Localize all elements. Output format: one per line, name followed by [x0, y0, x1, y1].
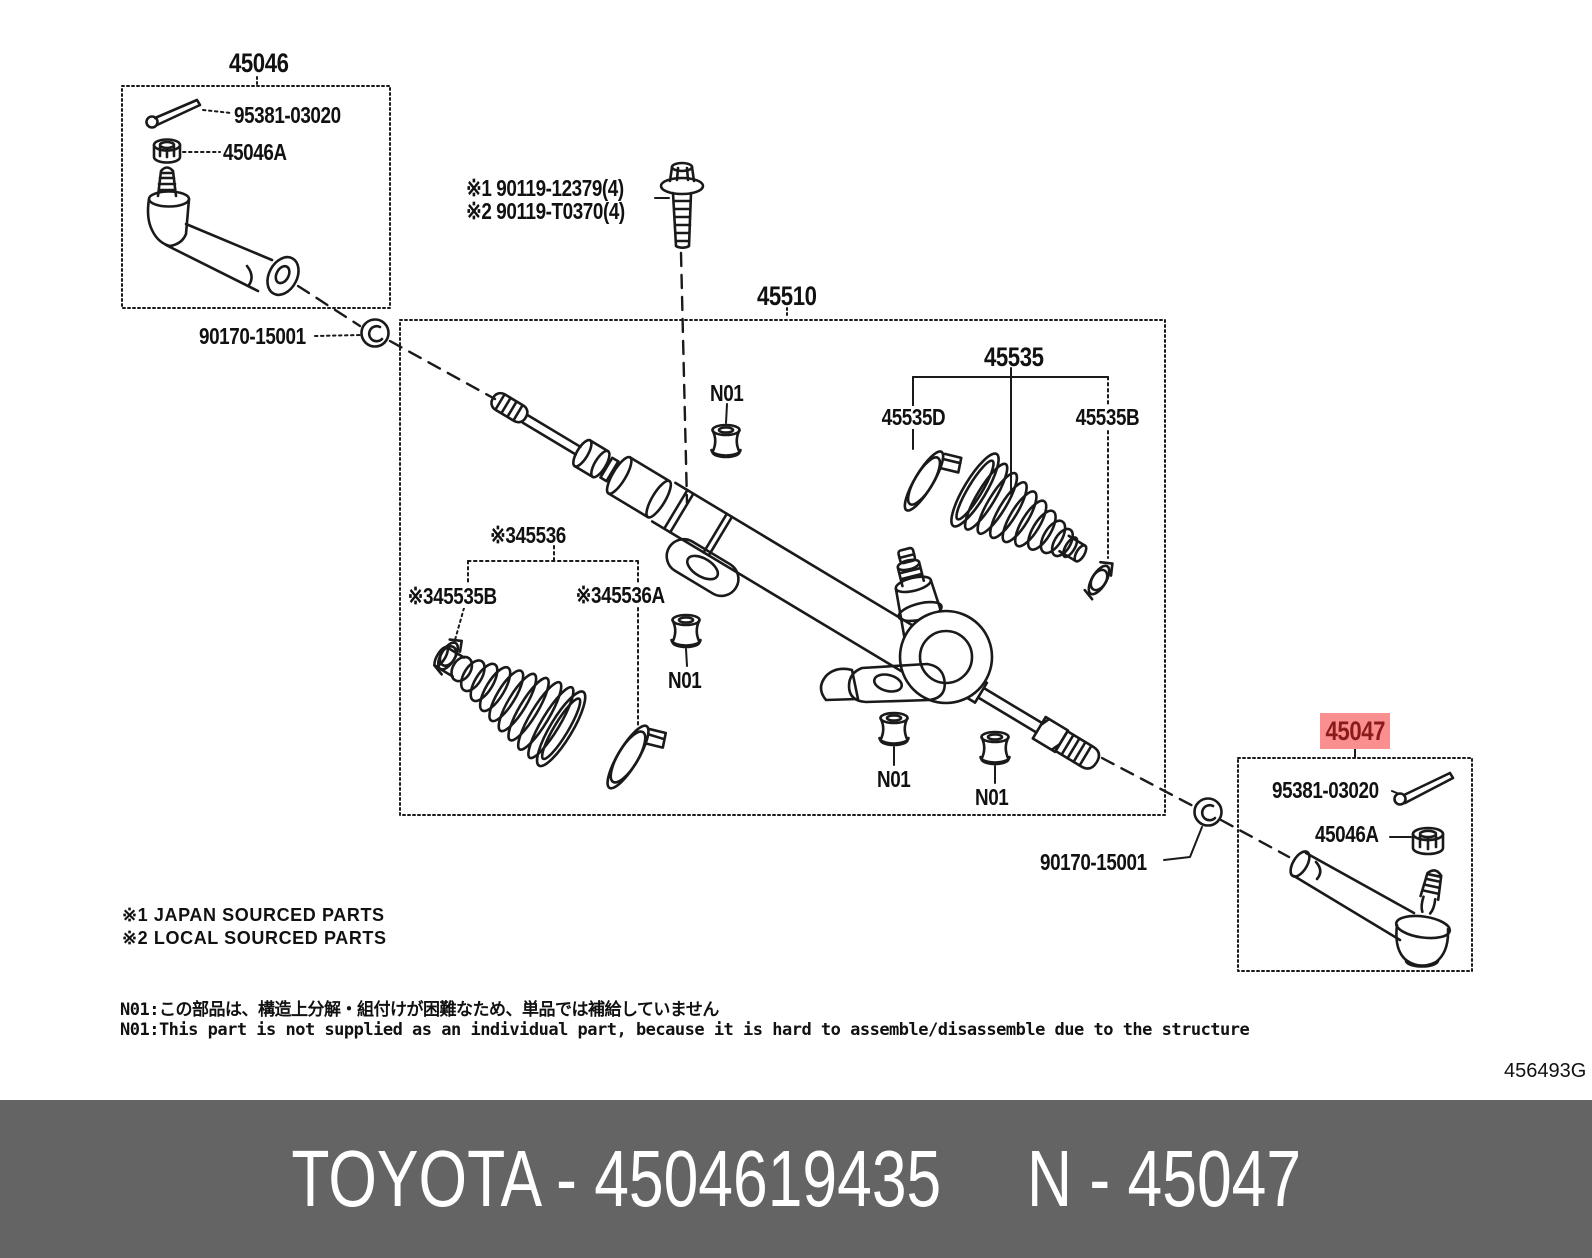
- bushing-icons: [670, 423, 1011, 766]
- part-label-90170-15001-right: 90170-15001: [1040, 849, 1147, 875]
- boot-clamp-small-right: [1083, 560, 1114, 601]
- dash-rack-to-grommet2: [1100, 756, 1195, 808]
- grommet-right-icon: [1193, 797, 1223, 827]
- leader-n01-2: [685, 648, 688, 667]
- footer-part-ref: N - 45047: [1026, 1134, 1301, 1223]
- boot-clamp-large-left: [606, 724, 668, 790]
- pinion-housing: [898, 609, 994, 705]
- part-label-90170-15001-left: 90170-15001: [199, 323, 306, 349]
- note-local-sourced: ※2 LOCAL SOURCED PARTS: [122, 928, 387, 948]
- castle-nut-icon: [1411, 826, 1445, 856]
- note-n01-english: N01:This part is not supplied as an indi…: [120, 1020, 1250, 1040]
- part-label-n01-1: N01: [710, 380, 744, 406]
- part-label-95381-03020-bottom: 95381-03020: [1272, 777, 1379, 803]
- footer-banner: TOYOTA - 4504619435 N - 45047: [0, 1100, 1592, 1258]
- castle-nut-icon: [152, 138, 182, 164]
- figure-code: 456493G: [1504, 1060, 1587, 1082]
- dash-bolt-down: [679, 251, 689, 505]
- tie-rod-inner-end: [266, 255, 300, 297]
- part-label-45535: 45535: [984, 342, 1044, 372]
- tie-rod-end-right-drawing: [1289, 771, 1455, 968]
- boot-clamp-large-right: [903, 450, 963, 512]
- part-label-45510: 45510: [757, 281, 817, 311]
- mount-foot-right: [847, 662, 946, 704]
- group-boxes: [121, 85, 1473, 972]
- group-leader-lines: [182, 76, 1412, 861]
- tie-rod-end-left-drawing: [145, 98, 300, 297]
- grommet-left-icon: [360, 318, 390, 348]
- mount-foot-left: [819, 667, 860, 702]
- group-assembly-dashes: [296, 251, 1291, 859]
- part-label-95381-03020-top: 95381-03020: [234, 102, 341, 128]
- highlighted-part-badge: 45047: [1320, 713, 1390, 749]
- leader-n01-1: [725, 403, 728, 424]
- part-label-45536: ※345536: [490, 522, 566, 548]
- leader-grommet-top: [314, 334, 362, 337]
- part-label-45046A-bottom: 45046A: [1315, 821, 1379, 847]
- note-japan-sourced: ※1 JAPAN SOURCED PARTS: [122, 905, 385, 925]
- flange-bolt-icon: [659, 161, 705, 249]
- footer-text: TOYOTA - 4504619435 N - 45047: [291, 1133, 1301, 1225]
- part-label-45535B-left: ※345535B: [406, 583, 499, 609]
- note-n01-japanese: N01:この部品は、構造上分解・組付けが困難なため、単品では補給していません: [120, 1000, 719, 1020]
- part-label-n01-3: N01: [877, 766, 911, 792]
- footer-catalog-id: TOYOTA - 4504619435: [291, 1134, 941, 1223]
- cotter-pin-icon: [1393, 792, 1407, 806]
- part-label-90119-T0370: ※2 90119-T0370(4): [466, 198, 625, 224]
- box-45510: [399, 319, 1166, 816]
- part-label-45535B: 45535B: [1074, 404, 1141, 430]
- box-45046: [121, 85, 391, 309]
- dash-grommet-to-rack: [388, 339, 497, 401]
- part-label-45536A: ※345536A: [574, 582, 667, 608]
- boot-left-drawing: [432, 638, 668, 790]
- part-label-90119-12379: ※1 90119-12379(4): [466, 175, 624, 201]
- bracket-45536: [454, 545, 639, 727]
- cotter-pin-icon: [145, 115, 159, 129]
- part-label-45047: 45047: [1325, 715, 1385, 746]
- part-label-45535D: 45535D: [880, 404, 947, 430]
- part-label-n01-2: N01: [668, 667, 702, 693]
- steering-rack-drawing: [490, 391, 1101, 770]
- part-label-45046A-top: 45046A: [223, 139, 287, 165]
- dash-grommet2-to-box: [1219, 818, 1291, 859]
- dash-tl-to-grommet: [296, 284, 362, 328]
- rack-mount-boss: [665, 537, 740, 598]
- part-label-45046: 45046: [229, 48, 289, 78]
- leader-cotter-top: [202, 109, 232, 114]
- boot-right-drawing: [903, 450, 1114, 601]
- leader-grommet-bottom: [1163, 826, 1203, 861]
- boot-clamp-small-left: [432, 638, 464, 676]
- part-label-n01-4: N01: [975, 784, 1009, 810]
